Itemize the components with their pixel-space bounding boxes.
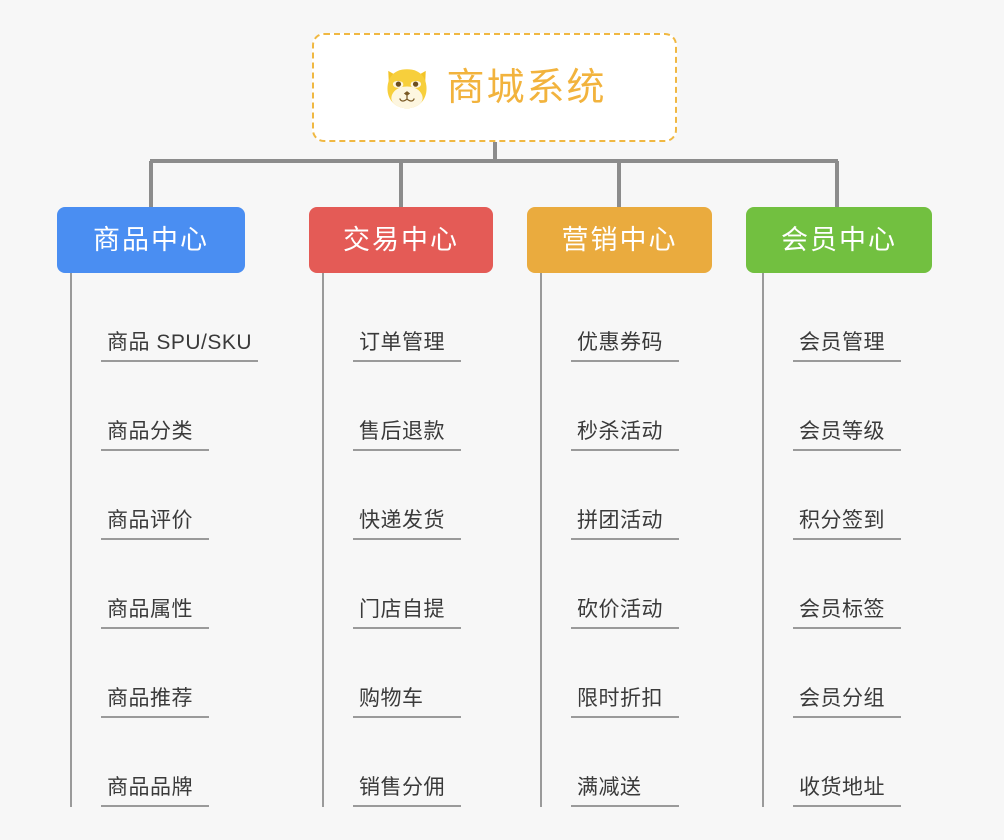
leaf-underline: 收货地址 <box>793 775 901 807</box>
leaf-underline: 商品评价 <box>101 508 209 540</box>
leaf-underline: 会员标签 <box>793 597 901 629</box>
leaf-label: 会员分组 <box>799 686 885 710</box>
leaf-underline: 砍价活动 <box>571 597 679 629</box>
list-item[interactable]: 订单管理 <box>322 273 461 362</box>
leaf-label: 会员标签 <box>799 597 885 621</box>
list-item[interactable]: 商品推荐 <box>70 629 209 718</box>
leaf-underline: 商品属性 <box>101 597 209 629</box>
category-label: 营销中心 <box>561 224 678 255</box>
leaf-label: 会员等级 <box>799 419 885 443</box>
leaf-label: 满减送 <box>577 775 642 799</box>
list-item[interactable]: 销售分佣 <box>322 718 461 807</box>
leaf-label: 售后退款 <box>359 419 445 443</box>
leaf-underline: 快递发货 <box>353 508 461 540</box>
leaf-spine-line <box>70 273 72 807</box>
list-item[interactable]: 收货地址 <box>762 718 901 807</box>
category-box-trade[interactable]: 交易中心 <box>309 207 493 273</box>
leaf-label: 商品评价 <box>107 508 193 532</box>
leaf-label: 订单管理 <box>359 330 445 354</box>
leaf-label: 会员管理 <box>799 330 885 354</box>
leaf-underline: 商品 SPU/SKU <box>101 330 259 362</box>
list-item[interactable]: 会员等级 <box>762 362 901 451</box>
leaf-label: 商品 SPU/SKU <box>107 330 253 354</box>
leaf-label: 商品品牌 <box>107 775 193 799</box>
leaf-label: 拼团活动 <box>577 508 663 532</box>
leaf-label: 商品分类 <box>107 419 193 443</box>
leaf-underline: 购物车 <box>353 686 461 718</box>
leaf-underline: 销售分佣 <box>353 775 461 807</box>
category-label: 商品中心 <box>93 224 209 255</box>
leaf-label: 限时折扣 <box>577 686 663 710</box>
category-label: 会员中心 <box>781 224 897 255</box>
leaf-underline: 门店自提 <box>353 597 461 629</box>
list-item[interactable]: 砍价活动 <box>540 540 679 629</box>
leaf-underline: 满减送 <box>571 775 679 807</box>
leaf-underline: 优惠券码 <box>571 330 679 362</box>
list-item[interactable]: 秒杀活动 <box>540 362 679 451</box>
leaf-underline: 积分签到 <box>793 508 901 540</box>
root-label: 商城系统 <box>446 66 607 109</box>
leaf-underline: 拼团活动 <box>571 508 679 540</box>
list-item[interactable]: 会员分组 <box>762 629 901 718</box>
shiba-dog-face-icon <box>387 68 428 108</box>
leaf-spine-line <box>322 273 324 807</box>
leaf-underline: 会员分组 <box>793 686 901 718</box>
list-item[interactable]: 商品评价 <box>70 451 209 540</box>
list-item[interactable]: 商品 SPU/SKU <box>70 273 259 362</box>
leaf-underline: 商品品牌 <box>101 775 209 807</box>
leaf-underline: 商品推荐 <box>101 686 209 718</box>
list-item[interactable]: 售后退款 <box>322 362 461 451</box>
leaf-label: 商品推荐 <box>107 686 193 710</box>
leaf-label: 砍价活动 <box>577 597 663 621</box>
list-item[interactable]: 门店自提 <box>322 540 461 629</box>
list-item[interactable]: 优惠券码 <box>540 273 679 362</box>
leaf-spine-line <box>762 273 764 807</box>
leaf-underline: 限时折扣 <box>571 686 679 718</box>
leaf-underline: 会员等级 <box>793 419 901 451</box>
category-box-product[interactable]: 商品中心 <box>57 207 245 273</box>
leaf-label: 销售分佣 <box>359 775 445 799</box>
list-item[interactable]: 快递发货 <box>322 451 461 540</box>
leaf-spine-line <box>540 273 542 807</box>
list-item[interactable]: 购物车 <box>322 629 461 718</box>
list-item[interactable]: 满减送 <box>540 718 679 807</box>
list-item[interactable]: 会员管理 <box>762 273 901 362</box>
leaf-underline: 订单管理 <box>353 330 461 362</box>
leaf-label: 优惠券码 <box>577 330 663 354</box>
leaf-underline: 秒杀活动 <box>571 419 679 451</box>
list-item[interactable]: 限时折扣 <box>540 629 679 718</box>
list-item[interactable]: 拼团活动 <box>540 451 679 540</box>
leaf-label: 积分签到 <box>799 508 885 532</box>
root-node[interactable]: 商城系统 <box>312 33 677 142</box>
list-item[interactable]: 积分签到 <box>762 451 901 540</box>
leaf-underline: 会员管理 <box>793 330 901 362</box>
list-item[interactable]: 商品属性 <box>70 540 209 629</box>
list-item[interactable]: 商品分类 <box>70 362 209 451</box>
category-box-marketing[interactable]: 营销中心 <box>527 207 712 273</box>
list-item[interactable]: 会员标签 <box>762 540 901 629</box>
category-label: 交易中心 <box>343 224 459 255</box>
leaf-label: 购物车 <box>359 686 424 710</box>
leaf-underline: 商品分类 <box>101 419 209 451</box>
leaf-label: 门店自提 <box>359 597 445 621</box>
leaf-label: 快递发货 <box>359 508 445 532</box>
leaf-label: 秒杀活动 <box>577 419 663 443</box>
leaf-label: 收货地址 <box>799 775 885 799</box>
list-item[interactable]: 商品品牌 <box>70 718 209 807</box>
leaf-label: 商品属性 <box>107 597 193 621</box>
category-box-member[interactable]: 会员中心 <box>746 207 932 273</box>
leaf-underline: 售后退款 <box>353 419 461 451</box>
